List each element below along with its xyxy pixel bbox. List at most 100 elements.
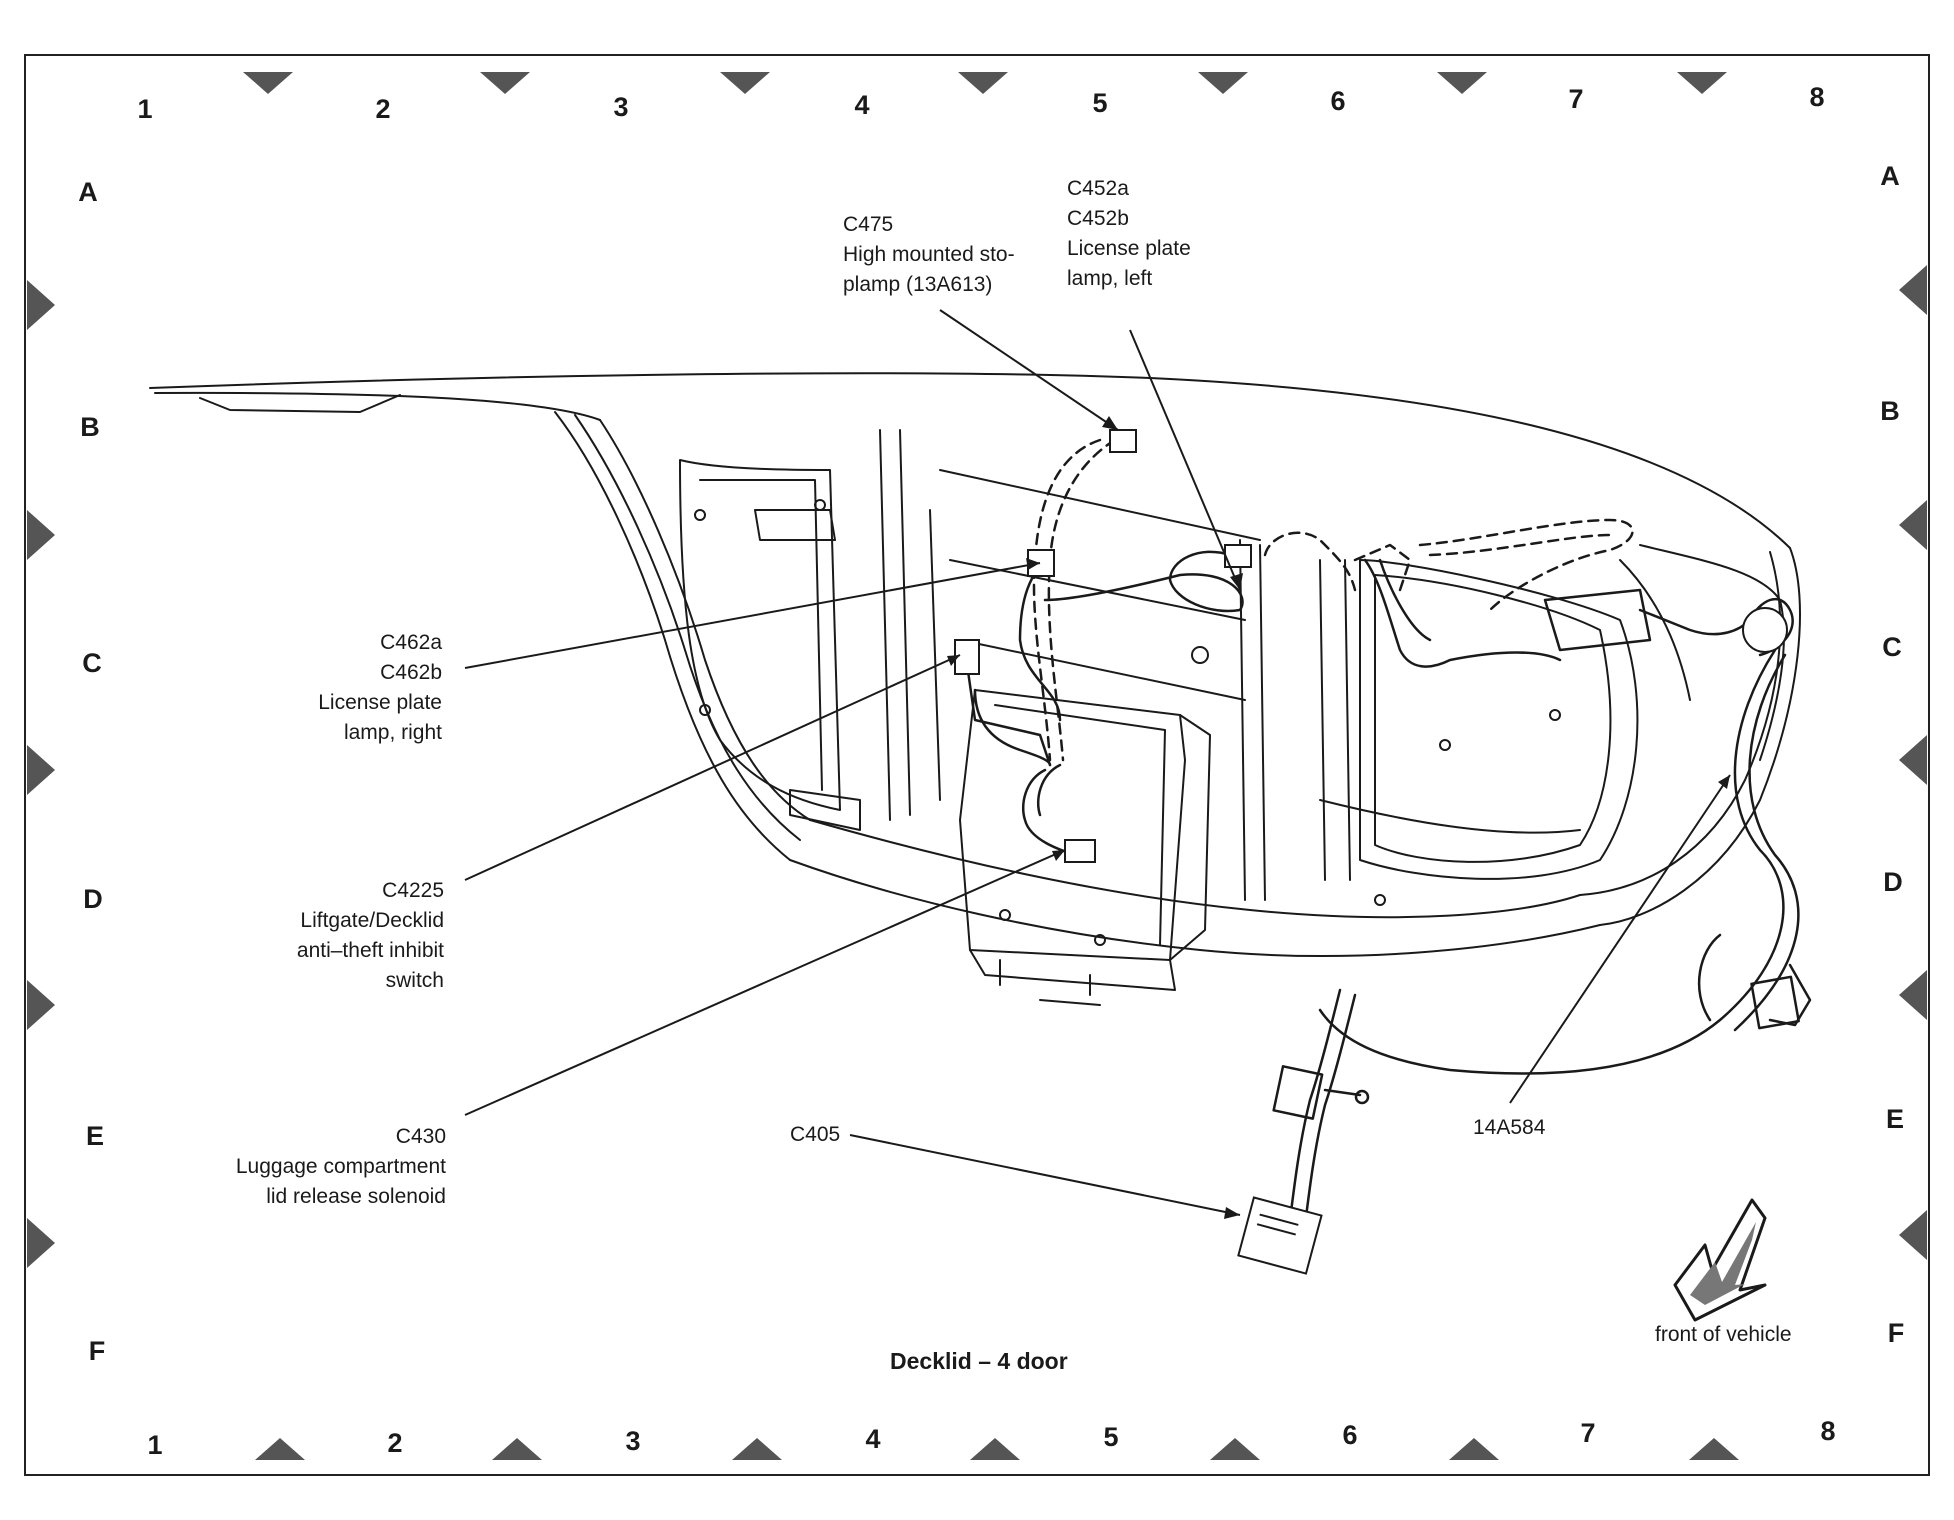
row-label-right-a: A (1880, 161, 1900, 191)
callout-c4225: C4225 Liftgate/Decklid anti–theft inhibi… (220, 876, 444, 996)
row-label-right-b: B (1880, 396, 1900, 426)
row-label-left-b: B (80, 412, 100, 442)
right-marker (1899, 1210, 1927, 1260)
col-label-top-1: 1 (137, 94, 153, 124)
connectors (954, 429, 1788, 1275)
col-label-bottom-3: 3 (625, 1426, 641, 1456)
callout-c475-desc-2: plamp (13A613) (843, 273, 993, 296)
row-label-left-a: A (78, 177, 98, 207)
top-marker (1198, 72, 1248, 94)
col-label-top-6: 6 (1330, 86, 1346, 116)
row-label-left-c: C (82, 648, 102, 678)
callout-c405-code: C405 (790, 1123, 841, 1146)
top-marker (720, 72, 770, 94)
leader-c462 (464, 562, 1041, 669)
bottom-marker (1689, 1438, 1739, 1460)
row-label-right-f: F (1887, 1318, 1905, 1348)
col-label-top-8: 8 (1809, 82, 1825, 112)
col-label-bottom-8: 8 (1820, 1416, 1836, 1446)
leader-c452 (1129, 329, 1241, 591)
bottom-marker (1210, 1438, 1260, 1460)
connector-c4225 (954, 639, 980, 675)
callout-c452-desc-1: License plate (1067, 237, 1191, 260)
col-label-top-2: 2 (375, 94, 391, 124)
col-label-top-5: 5 (1092, 88, 1108, 118)
top-markers (243, 72, 1727, 94)
right-marker (1899, 735, 1927, 785)
top-marker (243, 72, 293, 94)
row-label-left-d: D (83, 884, 103, 914)
bottom-marker (492, 1438, 542, 1460)
callout-c462-code-a: C462a (380, 631, 442, 654)
callout-c430: C430 Luggage compartment lid release sol… (180, 1122, 446, 1212)
callout-c462-desc-1: License plate (318, 691, 442, 714)
connector-c405 (1237, 1196, 1323, 1275)
right-markers (1899, 265, 1927, 1260)
callout-c452-code-a: C452a (1067, 177, 1129, 200)
row-label-left-f: F (88, 1336, 106, 1366)
col-label-top-4: 4 (854, 90, 870, 120)
wiring-harness (963, 438, 1812, 1227)
callout-c452-code-b: C452b (1067, 207, 1129, 230)
callout-c405: C405 (790, 1120, 840, 1150)
leader-c475 (939, 309, 1119, 431)
callout-c452-desc-2: lamp, left (1067, 267, 1153, 290)
col-label-top-7: 7 (1568, 84, 1584, 114)
col-label-top-3: 3 (613, 92, 629, 122)
diagram-caption: Decklid – 4 door (890, 1348, 1068, 1374)
left-marker (27, 745, 55, 795)
callout-c462-desc-2: lamp, right (343, 721, 442, 744)
bottom-marker (1449, 1438, 1499, 1460)
top-marker (1437, 72, 1487, 94)
row-label-right-d: D (1883, 867, 1903, 897)
callout-c475-code: C475 (843, 213, 894, 236)
left-marker (27, 1218, 55, 1268)
col-label-bottom-6: 6 (1342, 1420, 1358, 1450)
connector-14a584 (1742, 607, 1788, 653)
right-marker (1899, 970, 1927, 1020)
left-markers (27, 280, 55, 1268)
row-label-left-e: E (85, 1121, 104, 1151)
bottom-marker (255, 1438, 305, 1460)
leader-c405 (849, 1134, 1241, 1216)
callout-c4225-desc-3: switch (385, 969, 444, 992)
arrow-c452 (1230, 573, 1243, 590)
diagram-frame (24, 54, 1930, 1476)
left-marker (27, 280, 55, 330)
callout-c4225-desc-2: anti–theft inhibit (296, 939, 444, 962)
callout-c4225-desc-1: Liftgate/Decklid (300, 909, 444, 932)
right-marker (1899, 265, 1927, 315)
callout-14a584: 14A584 (1473, 1113, 1545, 1143)
leader-14a584 (1509, 774, 1731, 1104)
callout-c430-desc-2: lid release solenoid (266, 1185, 446, 1208)
left-marker (27, 510, 55, 560)
col-label-bottom-2: 2 (387, 1428, 403, 1458)
arrow-14a584 (1718, 775, 1730, 789)
decklid-body (149, 372, 1801, 1006)
col-label-bottom-7: 7 (1580, 1418, 1596, 1448)
front-arrow-icon (1673, 1198, 1767, 1322)
col-label-bottom-4: 4 (865, 1424, 881, 1454)
callout-c475-desc-1: High mounted sto- (843, 243, 1015, 266)
bottom-markers (255, 1438, 1739, 1460)
arrow-c430 (1052, 850, 1065, 861)
leader-c4225 (464, 654, 961, 881)
row-label-right-c: C (1882, 632, 1902, 662)
top-marker (480, 72, 530, 94)
leader-lines (464, 309, 1731, 1216)
row-label-right-e: E (1885, 1104, 1904, 1134)
leader-c430 (464, 849, 1066, 1116)
arrow-c4225 (947, 655, 960, 666)
connector-c475 (1109, 429, 1137, 453)
callout-c462: C462a C462b License plate lamp, right (240, 628, 442, 748)
callout-c462-code-b: C462b (380, 661, 442, 684)
col-label-bottom-1: 1 (147, 1430, 163, 1460)
col-label-bottom-5: 5 (1103, 1422, 1119, 1452)
left-marker (27, 980, 55, 1030)
callout-c4225-code: C4225 (382, 879, 444, 902)
connector-c430 (1064, 839, 1096, 863)
callout-c475: C475 High mounted sto- plamp (13A613) (843, 210, 1015, 300)
top-marker (958, 72, 1008, 94)
callout-c430-desc-1: Luggage compartment (235, 1155, 446, 1178)
